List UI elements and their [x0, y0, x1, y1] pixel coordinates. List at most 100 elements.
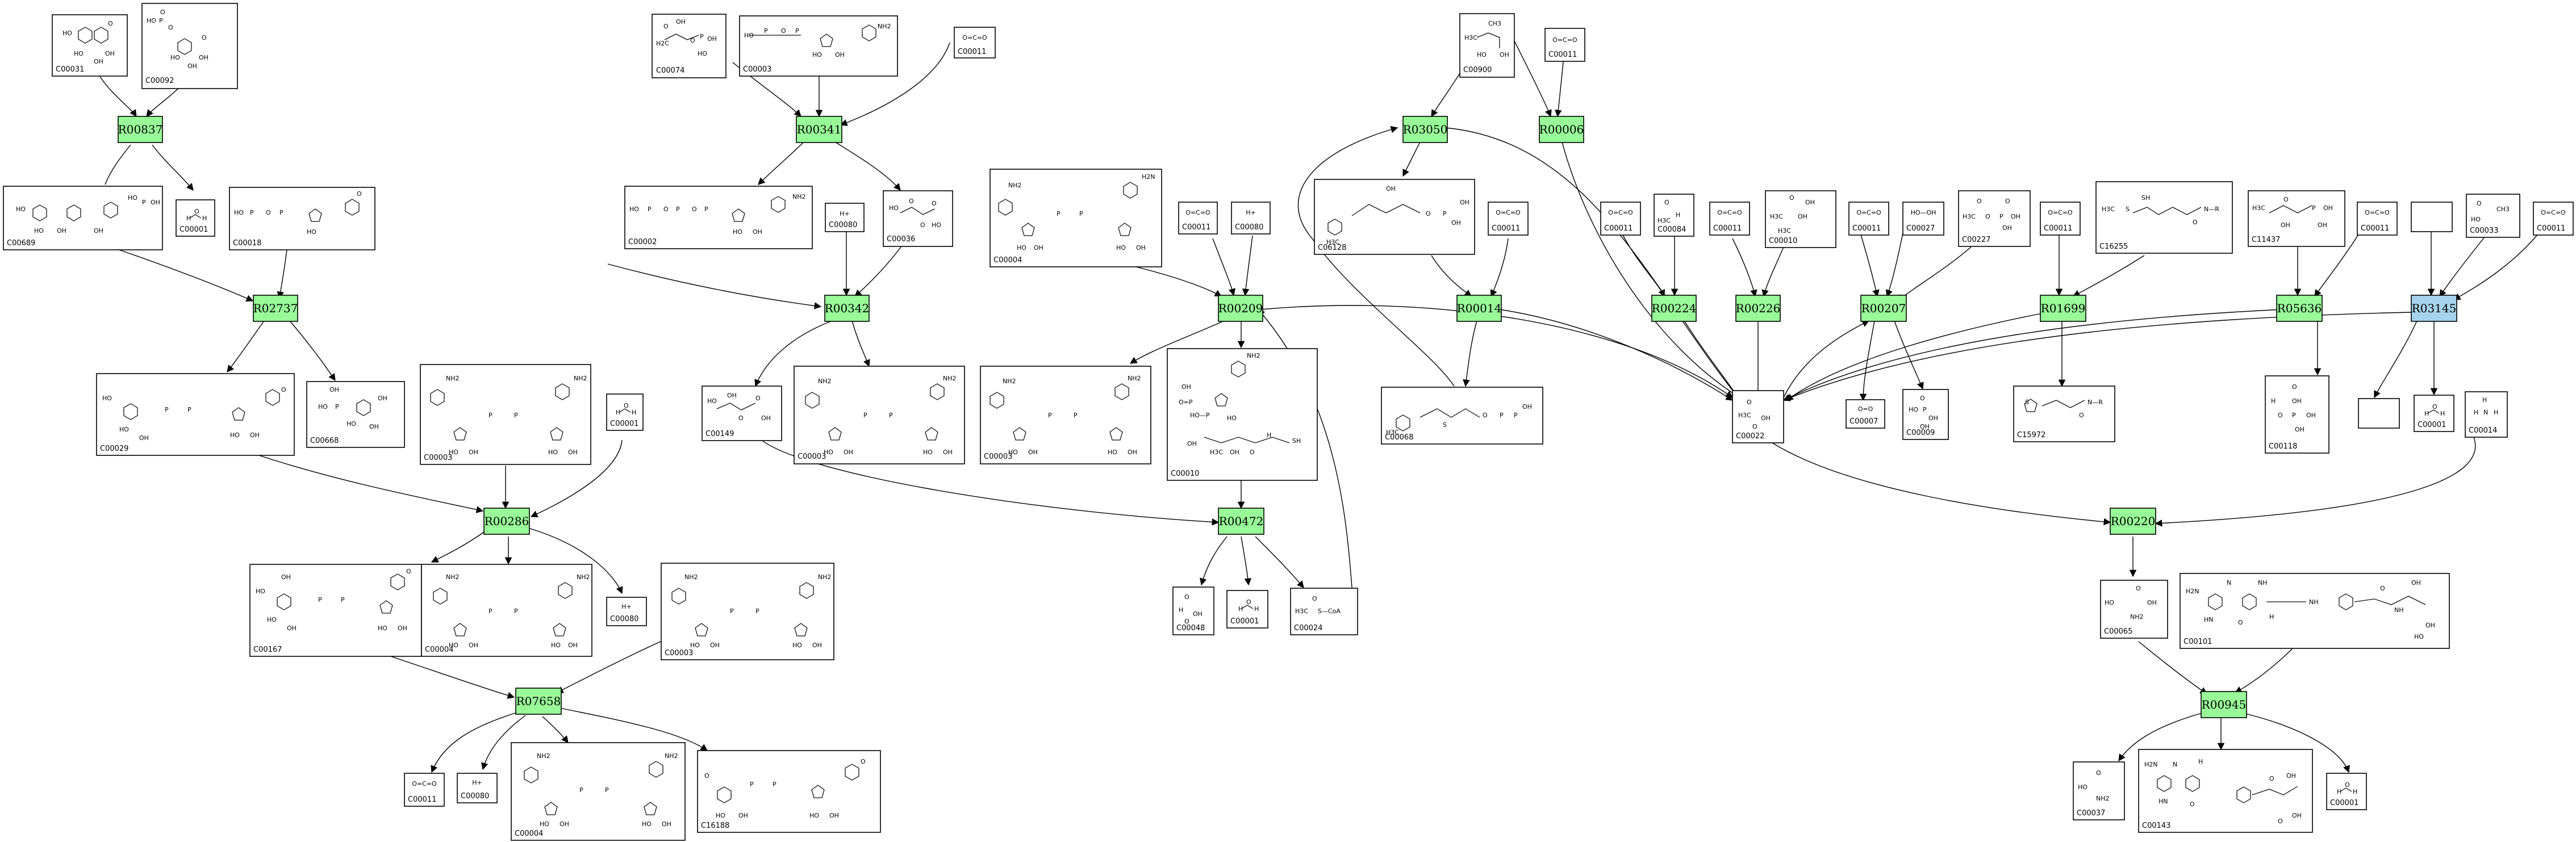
compound-C00011-d[interactable]: O=C=O C00011 — [1488, 202, 1529, 236]
compound-C00011-k[interactable]: O=C=O C00011 — [404, 773, 445, 807]
compound-C00011-a[interactable]: O=C=O C00011 — [954, 27, 996, 58]
svg-text:P: P — [250, 209, 254, 216]
svg-text:C00010: C00010 — [1769, 237, 1797, 245]
compound-C00080-d[interactable]: H+ C00080 — [457, 773, 498, 803]
compound-C00080-a[interactable]: H+ C00080 — [825, 203, 865, 232]
compound-C00048[interactable]: OH OHO C00048 — [1172, 587, 1214, 635]
svg-text:C00001: C00001 — [2330, 799, 2358, 807]
compound-C00011-g[interactable]: O=C=O C00011 — [1848, 202, 1889, 236]
compound-C00027[interactable]: HO—OH C00027 — [1902, 202, 1944, 236]
compound-C06128[interactable]: H3C OHO POH OH C06128 — [1314, 179, 1475, 255]
compound-blank-b[interactable] — [2358, 398, 2400, 429]
reaction-R00837[interactable]: R00837 — [118, 116, 163, 143]
svg-text:HO: HO — [889, 204, 899, 212]
compound-C00001-e[interactable]: C00001 — [2326, 773, 2367, 810]
reaction-R00342[interactable]: R00342 — [824, 295, 870, 322]
reaction-R00341[interactable]: R00341 — [796, 116, 842, 143]
compound-C00011-h[interactable]: O=C=O C00011 — [2040, 202, 2081, 236]
reaction-R00945[interactable]: R00945 — [2201, 691, 2247, 718]
reaction-R02737[interactable]: R02737 — [253, 295, 298, 322]
compound-C00001-c[interactable]: C00001 — [2414, 395, 2454, 432]
compound-C00084[interactable]: OH H3C C00084 — [1654, 194, 1694, 237]
reaction-R03050[interactable]: R03050 — [1402, 116, 1448, 143]
compound-C00080-c[interactable]: H+ C00080 — [606, 597, 647, 626]
svg-text:HO: HO — [119, 426, 129, 433]
compound-C00080-b[interactable]: H+ C00080 — [1231, 202, 1271, 234]
compound-C00001-a[interactable]: C00001 — [176, 199, 215, 237]
reaction-R03145[interactable]: R03145 — [2411, 295, 2457, 322]
compound-C00011-i[interactable]: O=C=O C00011 — [2357, 202, 2398, 236]
compound-C00011-c[interactable]: O=C=O C00011 — [1178, 202, 1218, 234]
compound-C00007[interactable]: O=O C00007 — [1846, 399, 1885, 429]
reaction-R00220[interactable]: R00220 — [2110, 508, 2156, 535]
reaction-R00286[interactable]: R00286 — [483, 508, 530, 535]
reaction-R07658[interactable]: R07658 — [515, 688, 562, 715]
reaction-R05636[interactable]: R05636 — [2276, 295, 2323, 322]
compound-C00011-f[interactable]: O=C=O C00011 — [1709, 202, 1750, 236]
reaction-R00472[interactable]: R00472 — [1218, 508, 1264, 535]
svg-text:S: S — [2025, 399, 2029, 406]
svg-text:HO: HO — [1116, 244, 1126, 252]
compound-C00037[interactable]: OHO NH2 C00037 — [2073, 761, 2125, 820]
svg-text:O: O — [692, 206, 697, 213]
compound-C00011-j[interactable]: O=C=O C00011 — [2533, 202, 2574, 236]
reaction-R00207[interactable]: R00207 — [1860, 295, 1907, 322]
reaction-R00006[interactable]: R00006 — [1539, 116, 1584, 143]
reaction-R00209[interactable]: R00209 — [1218, 295, 1263, 322]
compound-C00036[interactable]: HOO OO HO C00036 — [883, 190, 953, 247]
reaction-R00014[interactable]: R00014 — [1456, 295, 1502, 322]
svg-text:OH: OH — [1386, 185, 1396, 192]
svg-text:OH: OH — [369, 423, 379, 430]
compound-C15972[interactable]: S N—RO C15972 — [2013, 386, 2115, 442]
compound-C00009[interactable]: OHO POH OH C00009 — [1902, 389, 1949, 440]
reaction-R00226[interactable]: R00226 — [1735, 295, 1781, 322]
svg-text:H3C: H3C — [2102, 206, 2115, 213]
compound-C00011-b[interactable]: O=C=O C00011 — [1544, 28, 1585, 62]
reaction-R00224[interactable]: R00224 — [1651, 295, 1697, 322]
svg-text:C00036: C00036 — [887, 235, 915, 244]
svg-text:OH: OH — [1500, 51, 1509, 58]
compound-C00001-b[interactable]: C00001 — [606, 393, 644, 431]
compound-blank-a[interactable] — [2411, 202, 2453, 232]
svg-text:H+: H+ — [1246, 209, 1256, 216]
svg-text:R00014: R00014 — [1457, 301, 1502, 315]
compound-C00001-d[interactable]: C00001 — [1226, 590, 1268, 629]
svg-text:HO: HO — [2105, 599, 2114, 606]
compound-C00011-e[interactable]: O=C=O C00011 — [1600, 202, 1641, 236]
reaction-R01699[interactable]: R01699 — [2040, 295, 2086, 322]
